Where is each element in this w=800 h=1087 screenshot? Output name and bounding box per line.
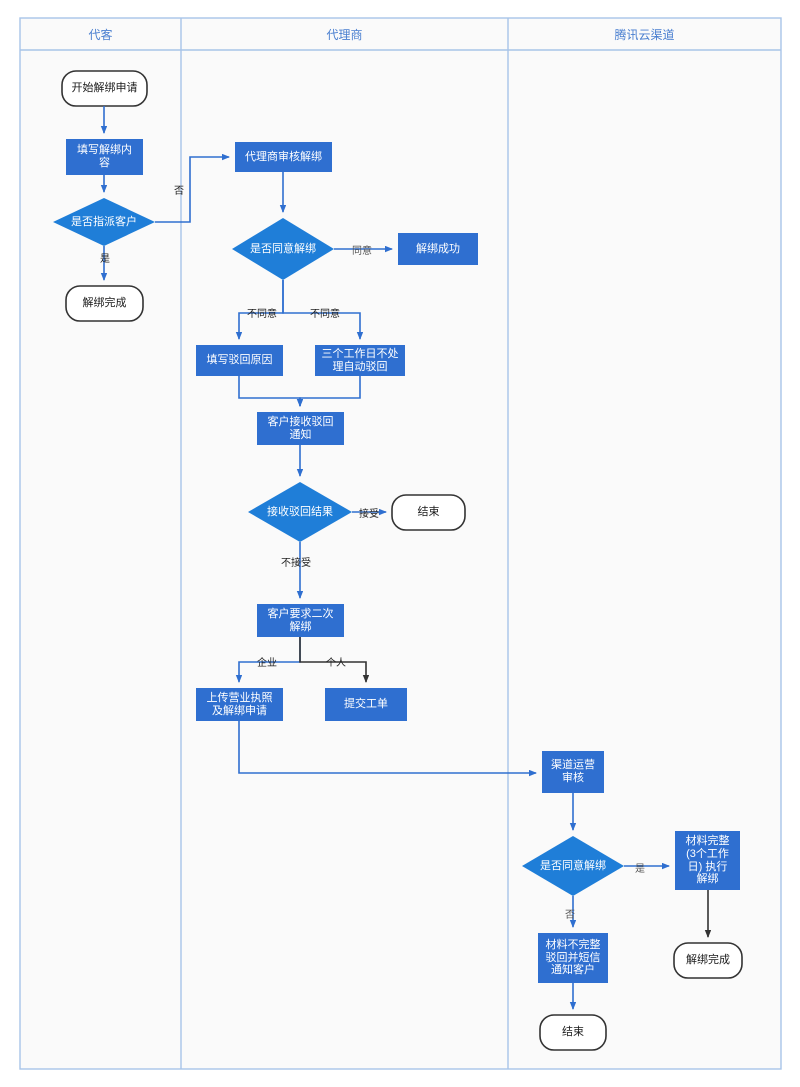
node-end-agent: [391, 494, 466, 531]
node-start-apply: [61, 70, 148, 107]
node-auto-reject: [315, 345, 405, 376]
lane-header-agent: 代理商: [181, 18, 508, 50]
node-submit-ticket: [325, 688, 407, 721]
lane-header-customer: 代客: [20, 18, 181, 50]
node-fill-reject-reason: [196, 345, 283, 376]
node-unbind-done-left: [65, 285, 144, 322]
node-agree-unbind: [232, 218, 334, 280]
node-agent-review: [235, 142, 332, 172]
node-unbind-done-right: [673, 942, 743, 979]
lane-header-tencent: 腾讯云渠道: [508, 18, 781, 50]
node-material-complete: [675, 831, 740, 890]
node-fill-unbind: [66, 139, 143, 175]
node-reject-result: [248, 482, 352, 542]
edge-assign-no-to-agent-review: [155, 153, 230, 223]
node-channel-review: [542, 751, 604, 793]
node-agree-unbind-2: [522, 836, 624, 896]
node-customer-notice: [257, 412, 344, 445]
edge-agree-to-auto-reject: [282, 280, 364, 340]
edge-auto-reject-to-notice: [296, 376, 361, 407]
node-second-unbind: [257, 604, 344, 637]
edge-second-to-ticket: [299, 637, 370, 683]
lane-header-customer-label: 代客: [88, 27, 113, 42]
node-assign-customer: [53, 198, 155, 246]
node-end-tencent: [539, 1014, 607, 1051]
edge-upload-to-channel-review: [238, 721, 537, 777]
lane-header-agent-label: 代理商: [326, 27, 363, 42]
node-unbind-success: [398, 233, 478, 265]
lane-header-tencent-label: 腾讯云渠道: [614, 27, 675, 42]
lane-table-background: [19, 17, 782, 1070]
node-material-incomplete: [538, 933, 608, 983]
node-upload-license: [196, 688, 283, 721]
